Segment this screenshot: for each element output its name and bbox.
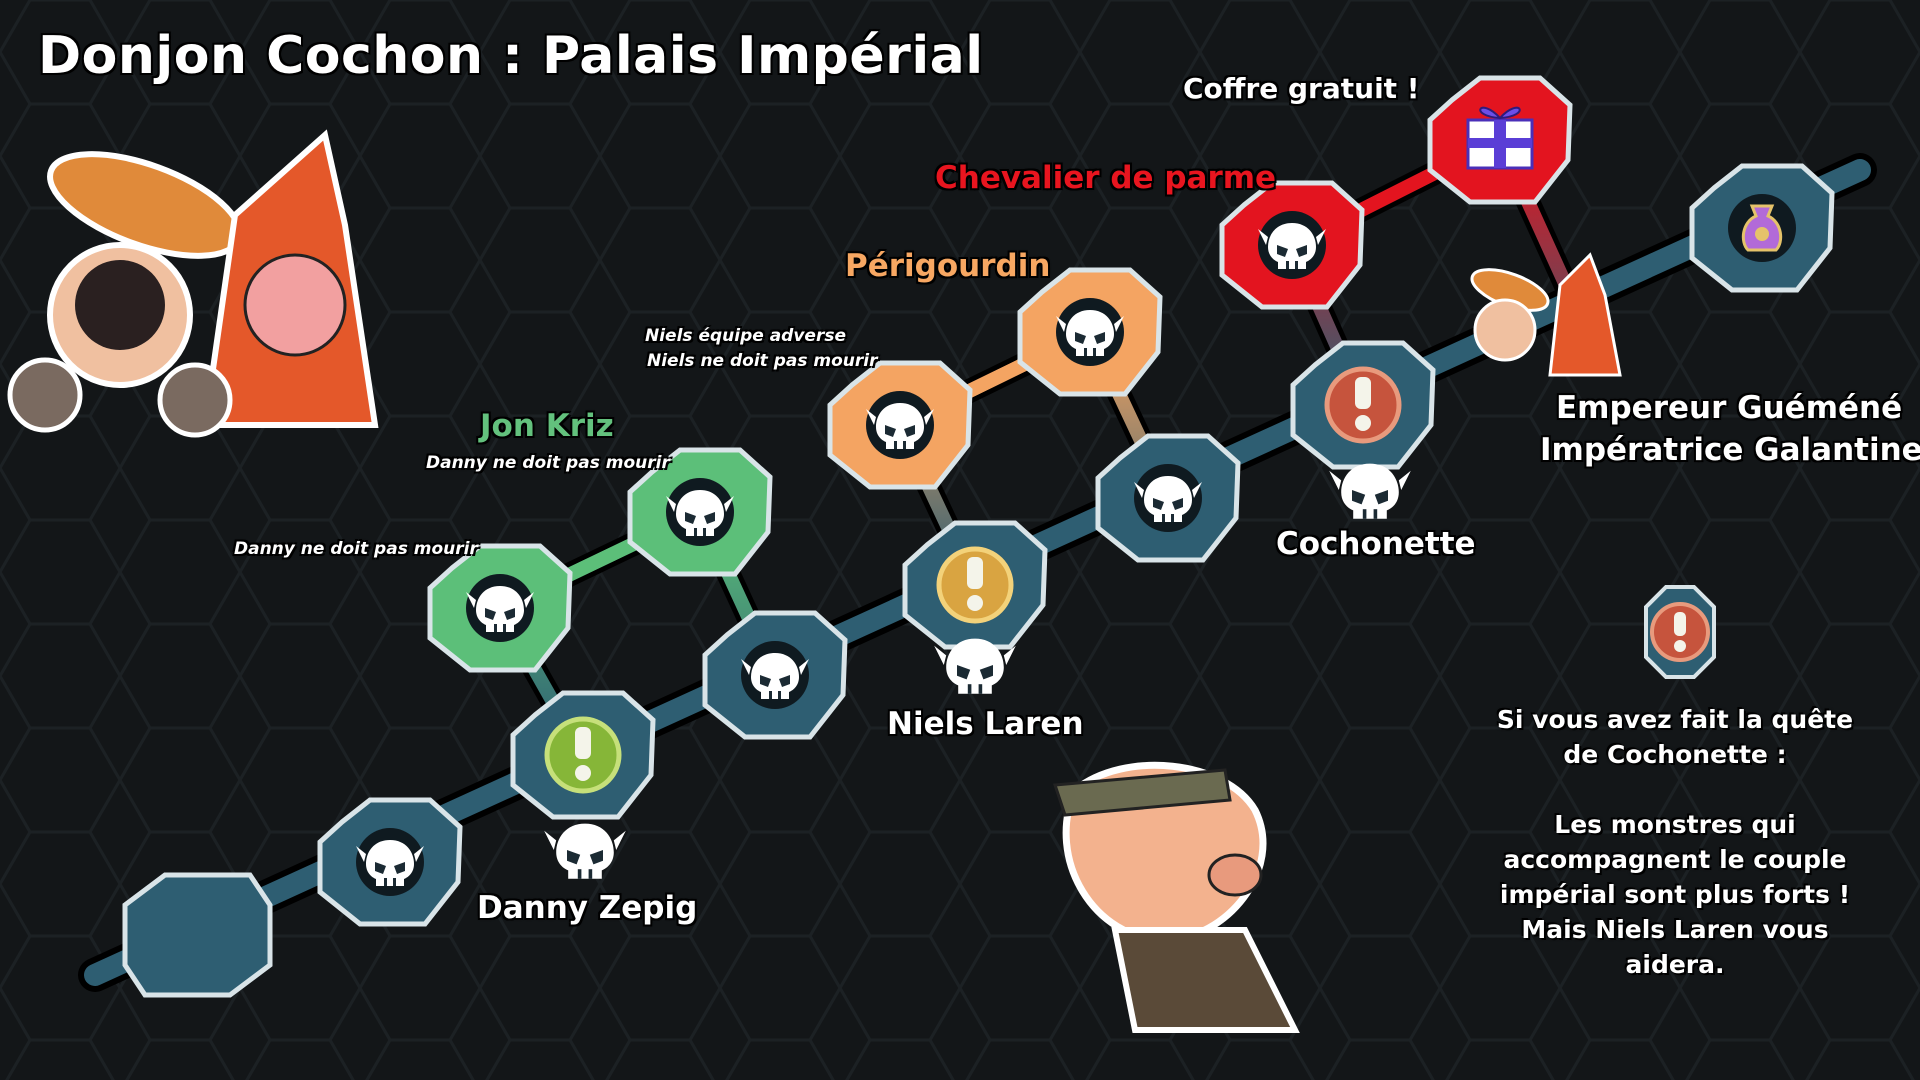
- fight-node-3[interactable]: [1095, 433, 1241, 563]
- final-boss-label-1: Empereur Guéméné: [1556, 390, 1903, 426]
- info-quest-icon: [1644, 585, 1716, 679]
- exclamation-icon: [967, 557, 983, 589]
- perigourdin-label: Périgourdin: [845, 248, 1051, 284]
- gift-icon: [1466, 106, 1534, 170]
- chest-node[interactable]: [1427, 75, 1573, 205]
- orange-fight-node-1[interactable]: [827, 360, 973, 490]
- exclamation-icon: [575, 727, 591, 759]
- pig-guard-illustration: [1052, 761, 1300, 1033]
- chest-label: Coffre gratuit !: [1183, 72, 1420, 105]
- page-title: Donjon Cochon : Palais Impérial: [38, 26, 984, 86]
- info-text-7: aidera.: [1625, 950, 1725, 979]
- boss-niels-label: Niels Laren: [887, 706, 1084, 742]
- emperor-couple-mini: [1470, 252, 1622, 377]
- boss-skull-cochonette: [1329, 463, 1411, 519]
- boss-cochonette-label: Cochonette: [1276, 526, 1476, 562]
- danny-note: Danny ne doit pas mourir: [234, 539, 478, 559]
- money-bag-icon: [1741, 204, 1783, 252]
- boss-skull-danny: [544, 823, 626, 879]
- fight-node-2[interactable]: [702, 610, 848, 740]
- exclamation-icon: [1674, 612, 1686, 636]
- start-node[interactable]: [122, 872, 273, 998]
- info-text-2: de Cochonette :: [1563, 740, 1787, 769]
- perigourdin-note-2: Niels ne doit pas mourir: [647, 351, 878, 371]
- info-text-4: accompagnent le couple: [1503, 845, 1847, 874]
- reward-node[interactable]: [1689, 163, 1835, 293]
- final-boss-label-2: Impératrice Galantine: [1540, 432, 1920, 468]
- orange-fight-node-2[interactable]: [1017, 267, 1163, 397]
- fight-node-1[interactable]: [317, 797, 463, 927]
- quest-node-cochonette[interactable]: [1290, 340, 1436, 470]
- red-fight-node[interactable]: [1219, 180, 1365, 310]
- quest-node-niels[interactable]: [902, 520, 1048, 650]
- emperor-couple-illustration: [7, 129, 379, 438]
- jon-kriz-note: Danny ne doit pas mourir: [426, 453, 670, 473]
- quest-node-danny[interactable]: [510, 690, 656, 820]
- green-fight-node-1[interactable]: [427, 543, 573, 673]
- info-text-1: Si vous avez fait la quête: [1496, 705, 1854, 734]
- jon-kriz-label: Jon Kriz: [480, 408, 614, 444]
- info-text-5: impérial sont plus forts !: [1499, 880, 1851, 909]
- green-fight-node-2[interactable]: [627, 447, 773, 577]
- info-text-3: Les monstres qui: [1554, 810, 1796, 839]
- perigourdin-note-1: Niels équipe adverse: [645, 326, 846, 346]
- exclamation-icon: [1355, 377, 1371, 409]
- info-text-6: Mais Niels Laren vous: [1521, 915, 1829, 944]
- chevalier-label: Chevalier de parme: [935, 160, 1277, 196]
- boss-danny-label: Danny Zepig: [477, 890, 698, 926]
